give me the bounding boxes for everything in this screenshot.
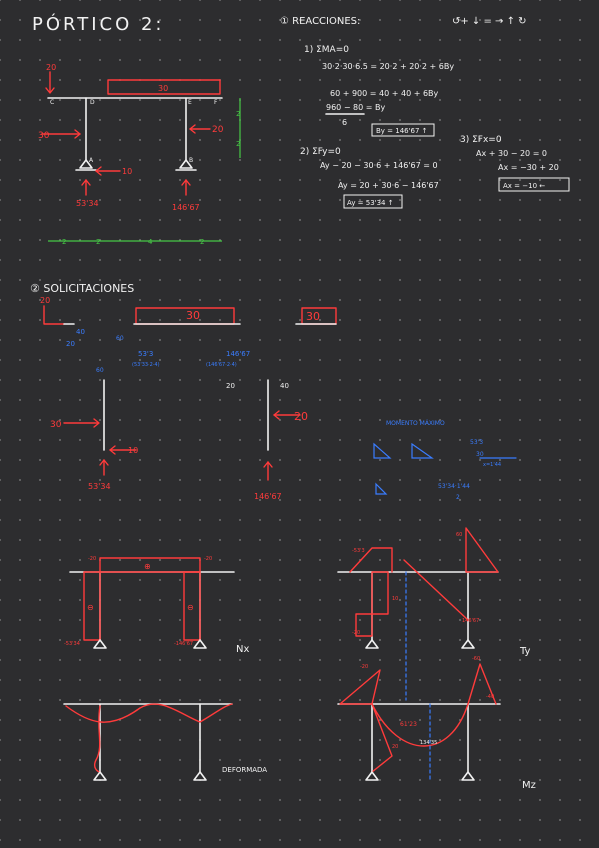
sign-convention: ↺+ ↓ = → ↑ ↻ xyxy=(452,16,527,27)
node-c: C xyxy=(50,99,54,106)
dimension-lines xyxy=(48,98,241,242)
fb-5333b: (53'33·2·4) xyxy=(132,362,160,368)
eq1-line3: 960 − 80 = By xyxy=(326,103,386,112)
ty-a: -53'3 xyxy=(352,548,365,554)
load-20-label: 20 xyxy=(46,63,56,72)
mz-a: -20 xyxy=(360,664,368,670)
eq3-line1: Ax + 30 − 20 = 0 xyxy=(476,149,547,158)
mz-e: 61'23 xyxy=(400,721,417,728)
load-dist-label: 30 xyxy=(158,84,168,93)
fb-20c: 20 xyxy=(294,410,308,423)
momento-maximo-title: MOMENTO MÁXIMO xyxy=(386,420,445,427)
node-f: F xyxy=(214,99,218,106)
nx-plus: ⊕ xyxy=(144,562,151,571)
mm-formula: 53'34·1'44 xyxy=(438,483,470,490)
eq1-result: By = 146'67 ↑ xyxy=(376,127,428,135)
mm-x: x=1'44 xyxy=(483,462,501,468)
load-30-label: 30 xyxy=(38,131,50,141)
eq1-line1: 30·2·30·6.5 = 20·2 + 20·2 + 6By xyxy=(322,62,454,71)
fb-5334: 53'34 xyxy=(88,482,111,491)
dim-2: 2 xyxy=(96,238,100,246)
fb-40: 40 xyxy=(76,328,85,336)
eq2-result: Ay = 53'34 ↑ xyxy=(347,199,394,207)
fb-10: 10 xyxy=(128,446,138,455)
label-mz: Mz xyxy=(522,780,536,791)
fb-30c: 30 xyxy=(50,420,62,430)
mz-b: -60 xyxy=(472,656,480,662)
free-body-members xyxy=(43,305,337,481)
ty-b: 60 xyxy=(456,532,462,538)
fb-40b: 40 xyxy=(280,382,289,390)
eq1-denominator: 6 xyxy=(342,118,347,127)
eq3-result: Ax = −10 ← xyxy=(503,182,545,190)
node-b: B xyxy=(189,157,193,164)
fb-30b: 30 xyxy=(306,310,320,323)
eq1-line2: 60 + 900 = 40 + 40 + 6By xyxy=(330,89,439,98)
fb-20: 20 xyxy=(40,296,50,305)
label-nx: Nx xyxy=(236,644,249,655)
label-ty: Ty xyxy=(519,646,531,657)
node-d: D xyxy=(90,99,95,106)
section-solicitaciones: ② SOLICITACIONES xyxy=(30,282,134,295)
dim-v1: 2 xyxy=(236,110,240,118)
eq2-line2: Ay = 20 + 30·6 − 146'67 xyxy=(338,181,439,190)
fb-14667c: 146'67 xyxy=(254,492,282,501)
fb-20b: 20 xyxy=(66,340,75,348)
nx-base-right: -146'67 xyxy=(174,641,193,647)
node-a: A xyxy=(89,157,94,164)
reaction-a-label: 53'34 xyxy=(76,199,99,208)
mz-c: 20 xyxy=(392,744,398,750)
mz-diagram xyxy=(337,663,501,781)
fb-60b: 60 xyxy=(96,367,104,374)
page-title: PÓRTICO 2: xyxy=(32,13,165,35)
frame-structure xyxy=(47,97,223,171)
ty-e: 146'67 xyxy=(462,618,479,624)
frame-loads xyxy=(41,71,221,196)
mz-d: -40 xyxy=(486,694,494,700)
reaction-b-label: 146'67 xyxy=(172,203,200,212)
nx-top-right: -20 xyxy=(204,556,212,562)
nx-minus-right: ⊖ xyxy=(187,603,194,612)
load-20b-label: 20 xyxy=(212,125,224,135)
nx-minus-left: ⊖ xyxy=(87,603,94,612)
fb-20d: 20 xyxy=(226,382,235,390)
nx-base-left: -53'34 xyxy=(64,641,80,647)
eq2-line1: Ay − 20 − 30·6 + 146'67 = 0 xyxy=(320,161,438,170)
dim-1: 2 xyxy=(62,238,66,246)
momento-sketch xyxy=(373,442,517,495)
deformada-diagram xyxy=(63,703,233,781)
nx-top-left: -20 xyxy=(88,556,96,562)
eq1-title: 1) ΣMA=0 xyxy=(304,45,349,55)
dim-4: 2 xyxy=(200,238,204,246)
section-reacciones: ① REACCIONES: xyxy=(280,16,360,27)
fb-14667: 146'67 xyxy=(226,350,250,358)
eq2-title: 2) ΣFy=0 xyxy=(300,147,341,157)
deformada-label: DEFORMADA xyxy=(222,766,267,774)
fb-60: 60 xyxy=(116,335,124,342)
eq3-line2: Ax = −30 + 20 xyxy=(498,163,559,172)
load-10-label: 10 xyxy=(122,167,132,176)
dim-3: 4 xyxy=(148,238,153,246)
fb-30: 30 xyxy=(186,309,200,322)
nx-diagram xyxy=(69,557,235,649)
ty-diagram xyxy=(337,527,499,701)
node-e: E xyxy=(188,99,192,106)
mm-den: 2 xyxy=(456,494,460,501)
eq3-title: 3) ΣFx=0 xyxy=(460,135,502,145)
fb-5333: 53'3 xyxy=(138,350,153,358)
dim-v2: 2 xyxy=(236,140,240,148)
ty-d: -20 xyxy=(352,630,360,636)
mz-f: 134'35 xyxy=(420,740,437,746)
ty-c: 10 xyxy=(392,596,398,602)
fb-14667b: (146'67·2·4) xyxy=(206,362,237,368)
mm-533: 53'3 xyxy=(470,439,483,446)
mm-30: 30 xyxy=(476,451,484,458)
